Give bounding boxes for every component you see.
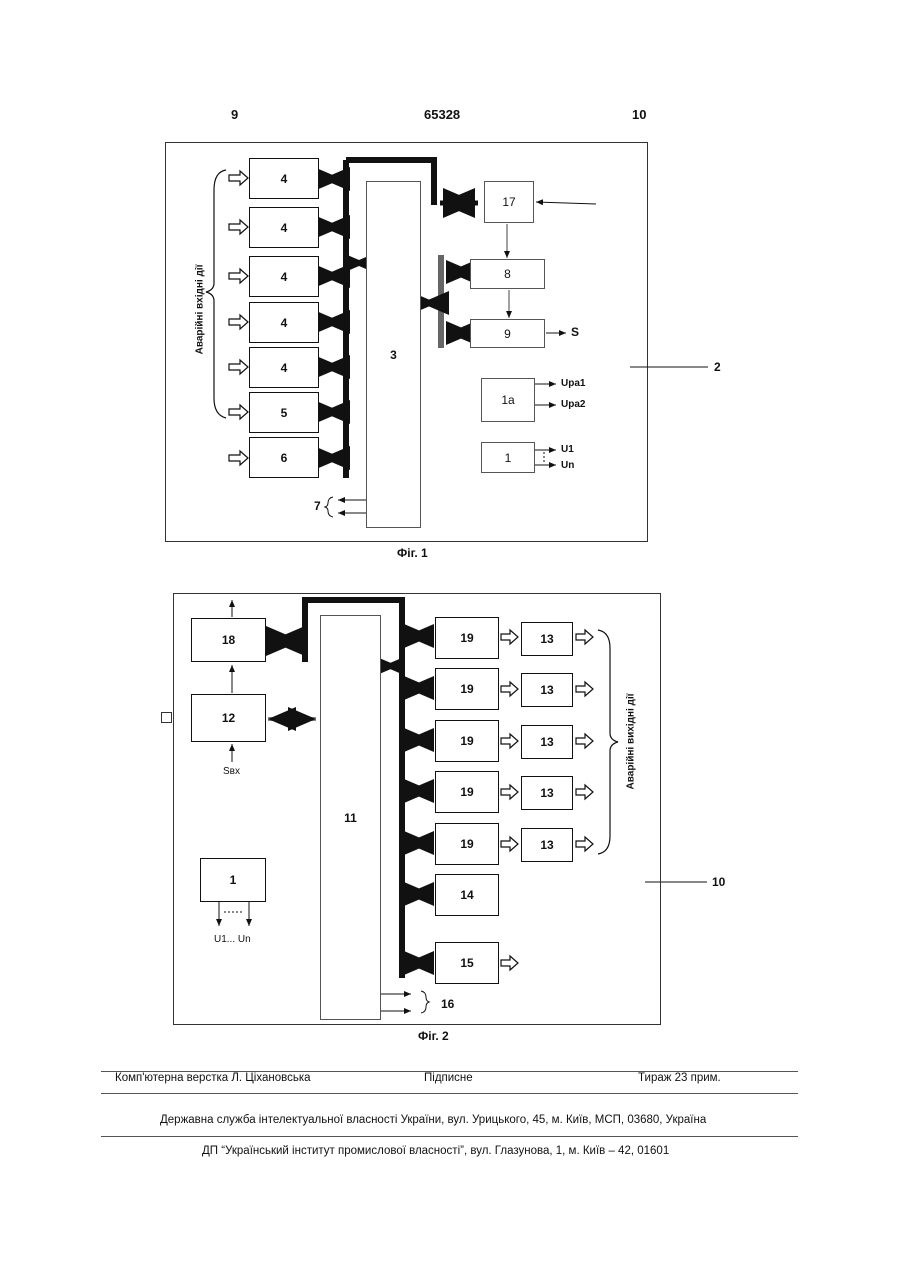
figure-2-caption: Фіг. 2 <box>418 1029 449 1043</box>
footer-institute: ДП “Український інститут промислової вла… <box>202 1145 669 1157</box>
block-6: 6 <box>249 437 319 478</box>
reference-2: 2 <box>714 360 721 374</box>
block-19: 19 <box>435 720 499 762</box>
block-19: 19 <box>435 617 499 659</box>
footer-signed: Підписне <box>424 1072 473 1084</box>
footer-office: Державна служба інтелектуальної власност… <box>160 1114 706 1126</box>
block-11: 11 <box>320 615 381 1020</box>
block-13: 13 <box>521 828 573 862</box>
block-1: 1 <box>481 442 535 473</box>
block-1a: 1a <box>481 378 535 422</box>
block-17: 17 <box>484 181 534 223</box>
footer-circulation: Тираж 23 прим. <box>638 1072 721 1084</box>
block-13: 13 <box>521 673 573 707</box>
block-4: 4 <box>249 347 319 388</box>
figure-1-caption: Фіг. 1 <box>397 546 428 560</box>
fig2-output-label: Аварійні вихідні дії <box>626 692 637 792</box>
block-4: 4 <box>249 256 319 297</box>
block-13: 13 <box>521 622 573 656</box>
input-s-in: Sвх <box>223 766 240 777</box>
output-un: Un <box>561 460 574 471</box>
block-13: 13 <box>521 725 573 759</box>
output-upa2: Upa2 <box>561 399 585 410</box>
footer-layout-credit: Комп'ютерна верстка Л. Ціхановська <box>115 1072 311 1084</box>
block-8: 8 <box>470 259 545 289</box>
output-s: S <box>571 325 579 339</box>
footer-divider <box>101 1093 798 1094</box>
block-14: 14 <box>435 874 499 916</box>
block-18: 18 <box>191 618 266 662</box>
output-upa1: Upa1 <box>561 378 585 389</box>
block-13: 13 <box>521 776 573 810</box>
output-u1: U1 <box>561 444 574 455</box>
block-19: 19 <box>435 668 499 710</box>
block-4: 4 <box>249 158 319 199</box>
footer-divider <box>101 1136 798 1137</box>
checkbox-mark <box>161 712 172 723</box>
reference-7: 7 <box>314 499 321 513</box>
block-4: 4 <box>249 207 319 248</box>
outputs-u1-un: U1... Un <box>214 934 251 945</box>
block-9: 9 <box>470 319 545 348</box>
block-1: 1 <box>200 858 266 902</box>
block-15: 15 <box>435 942 499 984</box>
block-5: 5 <box>249 392 319 433</box>
block-12: 12 <box>191 694 266 742</box>
fig1-input-label: Аварійні вхідні дії <box>195 260 206 360</box>
block-19: 19 <box>435 771 499 813</box>
reference-10: 10 <box>712 875 725 889</box>
block-4: 4 <box>249 302 319 343</box>
reference-16: 16 <box>441 997 454 1011</box>
block-3: 3 <box>366 181 421 528</box>
block-19: 19 <box>435 823 499 865</box>
